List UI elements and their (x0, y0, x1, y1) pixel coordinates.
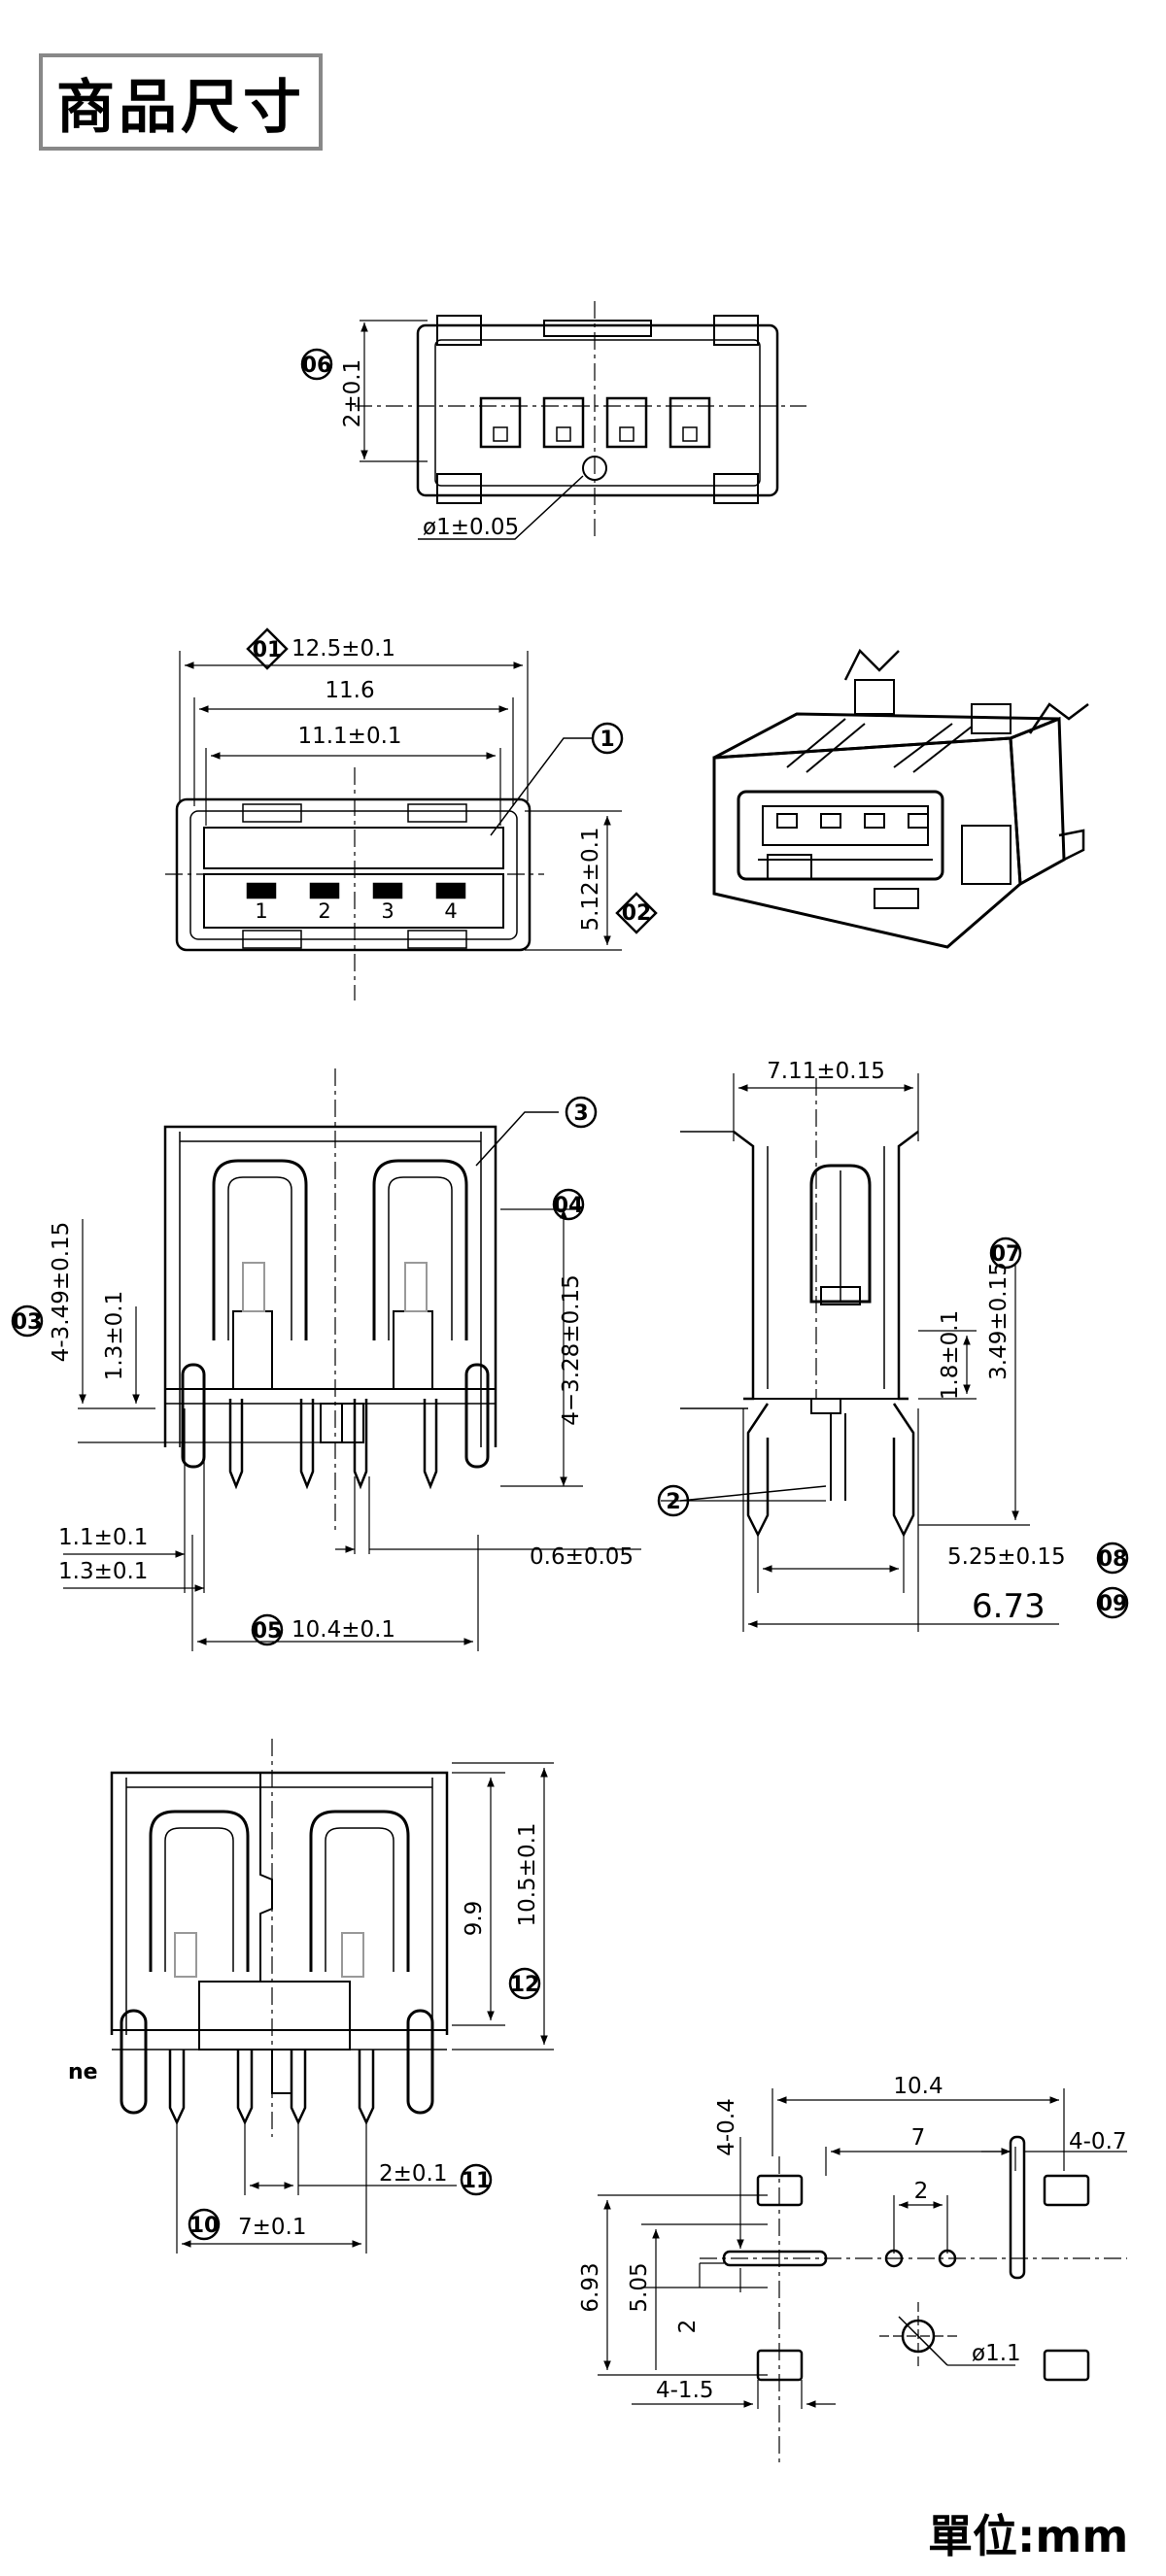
dim-right-pin-span: 5.25±0.15 (947, 1544, 1066, 1570)
balloon-2: 2 (657, 1484, 690, 1517)
callout-01: 01 (246, 627, 289, 670)
svg-text:1: 1 (600, 728, 614, 752)
dim-fp-slot-length: 4-0.4 (714, 2098, 739, 2156)
callout-05: 05 (251, 1613, 284, 1646)
dim-back-inner-height: 9.9 (462, 1901, 487, 1937)
callout-11: 11 (460, 2163, 493, 2196)
dim-front-mid: 11.6 (325, 678, 374, 703)
dim-fp-hole: ø1.1 (972, 2341, 1021, 2366)
page-title: 商品尺寸 (56, 73, 305, 142)
dim-pin-width-2: 1.3±0.1 (58, 1559, 148, 1584)
callout-06: 06 (300, 348, 333, 381)
dim-hook-height: 4-3.49±0.15 (49, 1222, 74, 1363)
isometric-view (712, 648, 1089, 949)
front-pin-labels: 1 2 3 4 (255, 899, 457, 923)
balloon-1: 1 (591, 722, 624, 755)
callout-07: 07 (989, 1237, 1022, 1270)
dim-back-pin-pitch: 2±0.1 (379, 2161, 447, 2186)
side-view-left (63, 1068, 641, 1651)
svg-text:12: 12 (510, 1973, 540, 1997)
dim-pin-width-1: 1.1±0.1 (58, 1525, 148, 1550)
dim-fp-pitch: 2 (914, 2179, 929, 2204)
callout-02: 02 (615, 892, 658, 934)
svg-text:05: 05 (253, 1619, 283, 1644)
svg-text:02: 02 (622, 901, 652, 926)
svg-text:3: 3 (381, 899, 394, 923)
svg-text:2: 2 (666, 1490, 680, 1514)
dim-top-height: 2±0.1 (340, 359, 365, 427)
callout-04: 04 (552, 1188, 585, 1221)
dim-fp-total-width: 10.4 (893, 2074, 943, 2099)
callout-12: 12 (508, 1967, 541, 2000)
dim-fp-inner-height: 5.05 (627, 2262, 652, 2312)
dim-front-inner: 11.1±0.1 (297, 724, 401, 749)
back-view (110, 1739, 554, 2254)
dim-pin-thickness: 0.6±0.05 (530, 1544, 634, 1570)
svg-text:10: 10 (189, 2214, 220, 2238)
pcb-footprint (598, 2088, 1127, 2467)
balloon-3: 3 (565, 1096, 598, 1129)
dim-back-outer-height: 10.5±0.1 (515, 1822, 540, 1926)
svg-text:04: 04 (554, 1194, 584, 1218)
svg-text:11: 11 (462, 2169, 492, 2193)
dim-pin-height: 1.3±0.1 (102, 1291, 127, 1380)
callout-10: 10 (188, 2208, 221, 2241)
callout-03: 03 (11, 1305, 44, 1338)
unit-label: 單位:mm (928, 2510, 1129, 2562)
dim-front-outer: 12.5±0.1 (292, 636, 395, 661)
callout-08: 08 (1096, 1542, 1129, 1575)
dim-fp-slot-width: 4-0.7 (1069, 2129, 1127, 2154)
svg-text:06: 06 (302, 354, 332, 378)
dim-right-step: 1.8±0.1 (938, 1310, 963, 1400)
svg-text:09: 09 (1098, 1592, 1128, 1616)
front-view (165, 651, 622, 1000)
dim-fp-slot-len-bottom: 4-1.5 (656, 2378, 714, 2403)
dim-front-height: 5.12±0.1 (578, 827, 603, 931)
back-mark: ne (68, 2060, 98, 2085)
dim-fp-inner-width: 7 (911, 2125, 926, 2151)
dim-top-hole: ø1±0.05 (423, 515, 519, 540)
svg-text:07: 07 (991, 1242, 1021, 1267)
svg-text:3: 3 (573, 1102, 588, 1126)
svg-text:4: 4 (444, 899, 457, 923)
dim-right-top-width: 7.11±0.15 (767, 1059, 885, 1084)
dim-right-height: 4−3.28±0.15 (559, 1274, 584, 1426)
svg-text:03: 03 (13, 1310, 43, 1335)
title-box: 商品尺寸 (39, 53, 323, 151)
dim-fp-offset: 2 (675, 2320, 701, 2334)
dim-right-height: 3.49±0.15 (986, 1262, 1012, 1380)
svg-text:1: 1 (255, 899, 267, 923)
svg-text:01: 01 (253, 638, 283, 662)
top-view (355, 301, 806, 540)
side-view-right (661, 1073, 1059, 1632)
dim-fp-total-height: 6.93 (578, 2262, 603, 2312)
dim-right-overall: 6.73 (972, 1587, 1046, 1626)
svg-text:08: 08 (1098, 1547, 1128, 1572)
dim-left-pin-span: 10.4±0.1 (292, 1617, 395, 1643)
dim-back-pin-span: 7±0.1 (238, 2215, 306, 2240)
svg-text:2: 2 (318, 899, 330, 923)
callout-09: 09 (1096, 1586, 1129, 1619)
